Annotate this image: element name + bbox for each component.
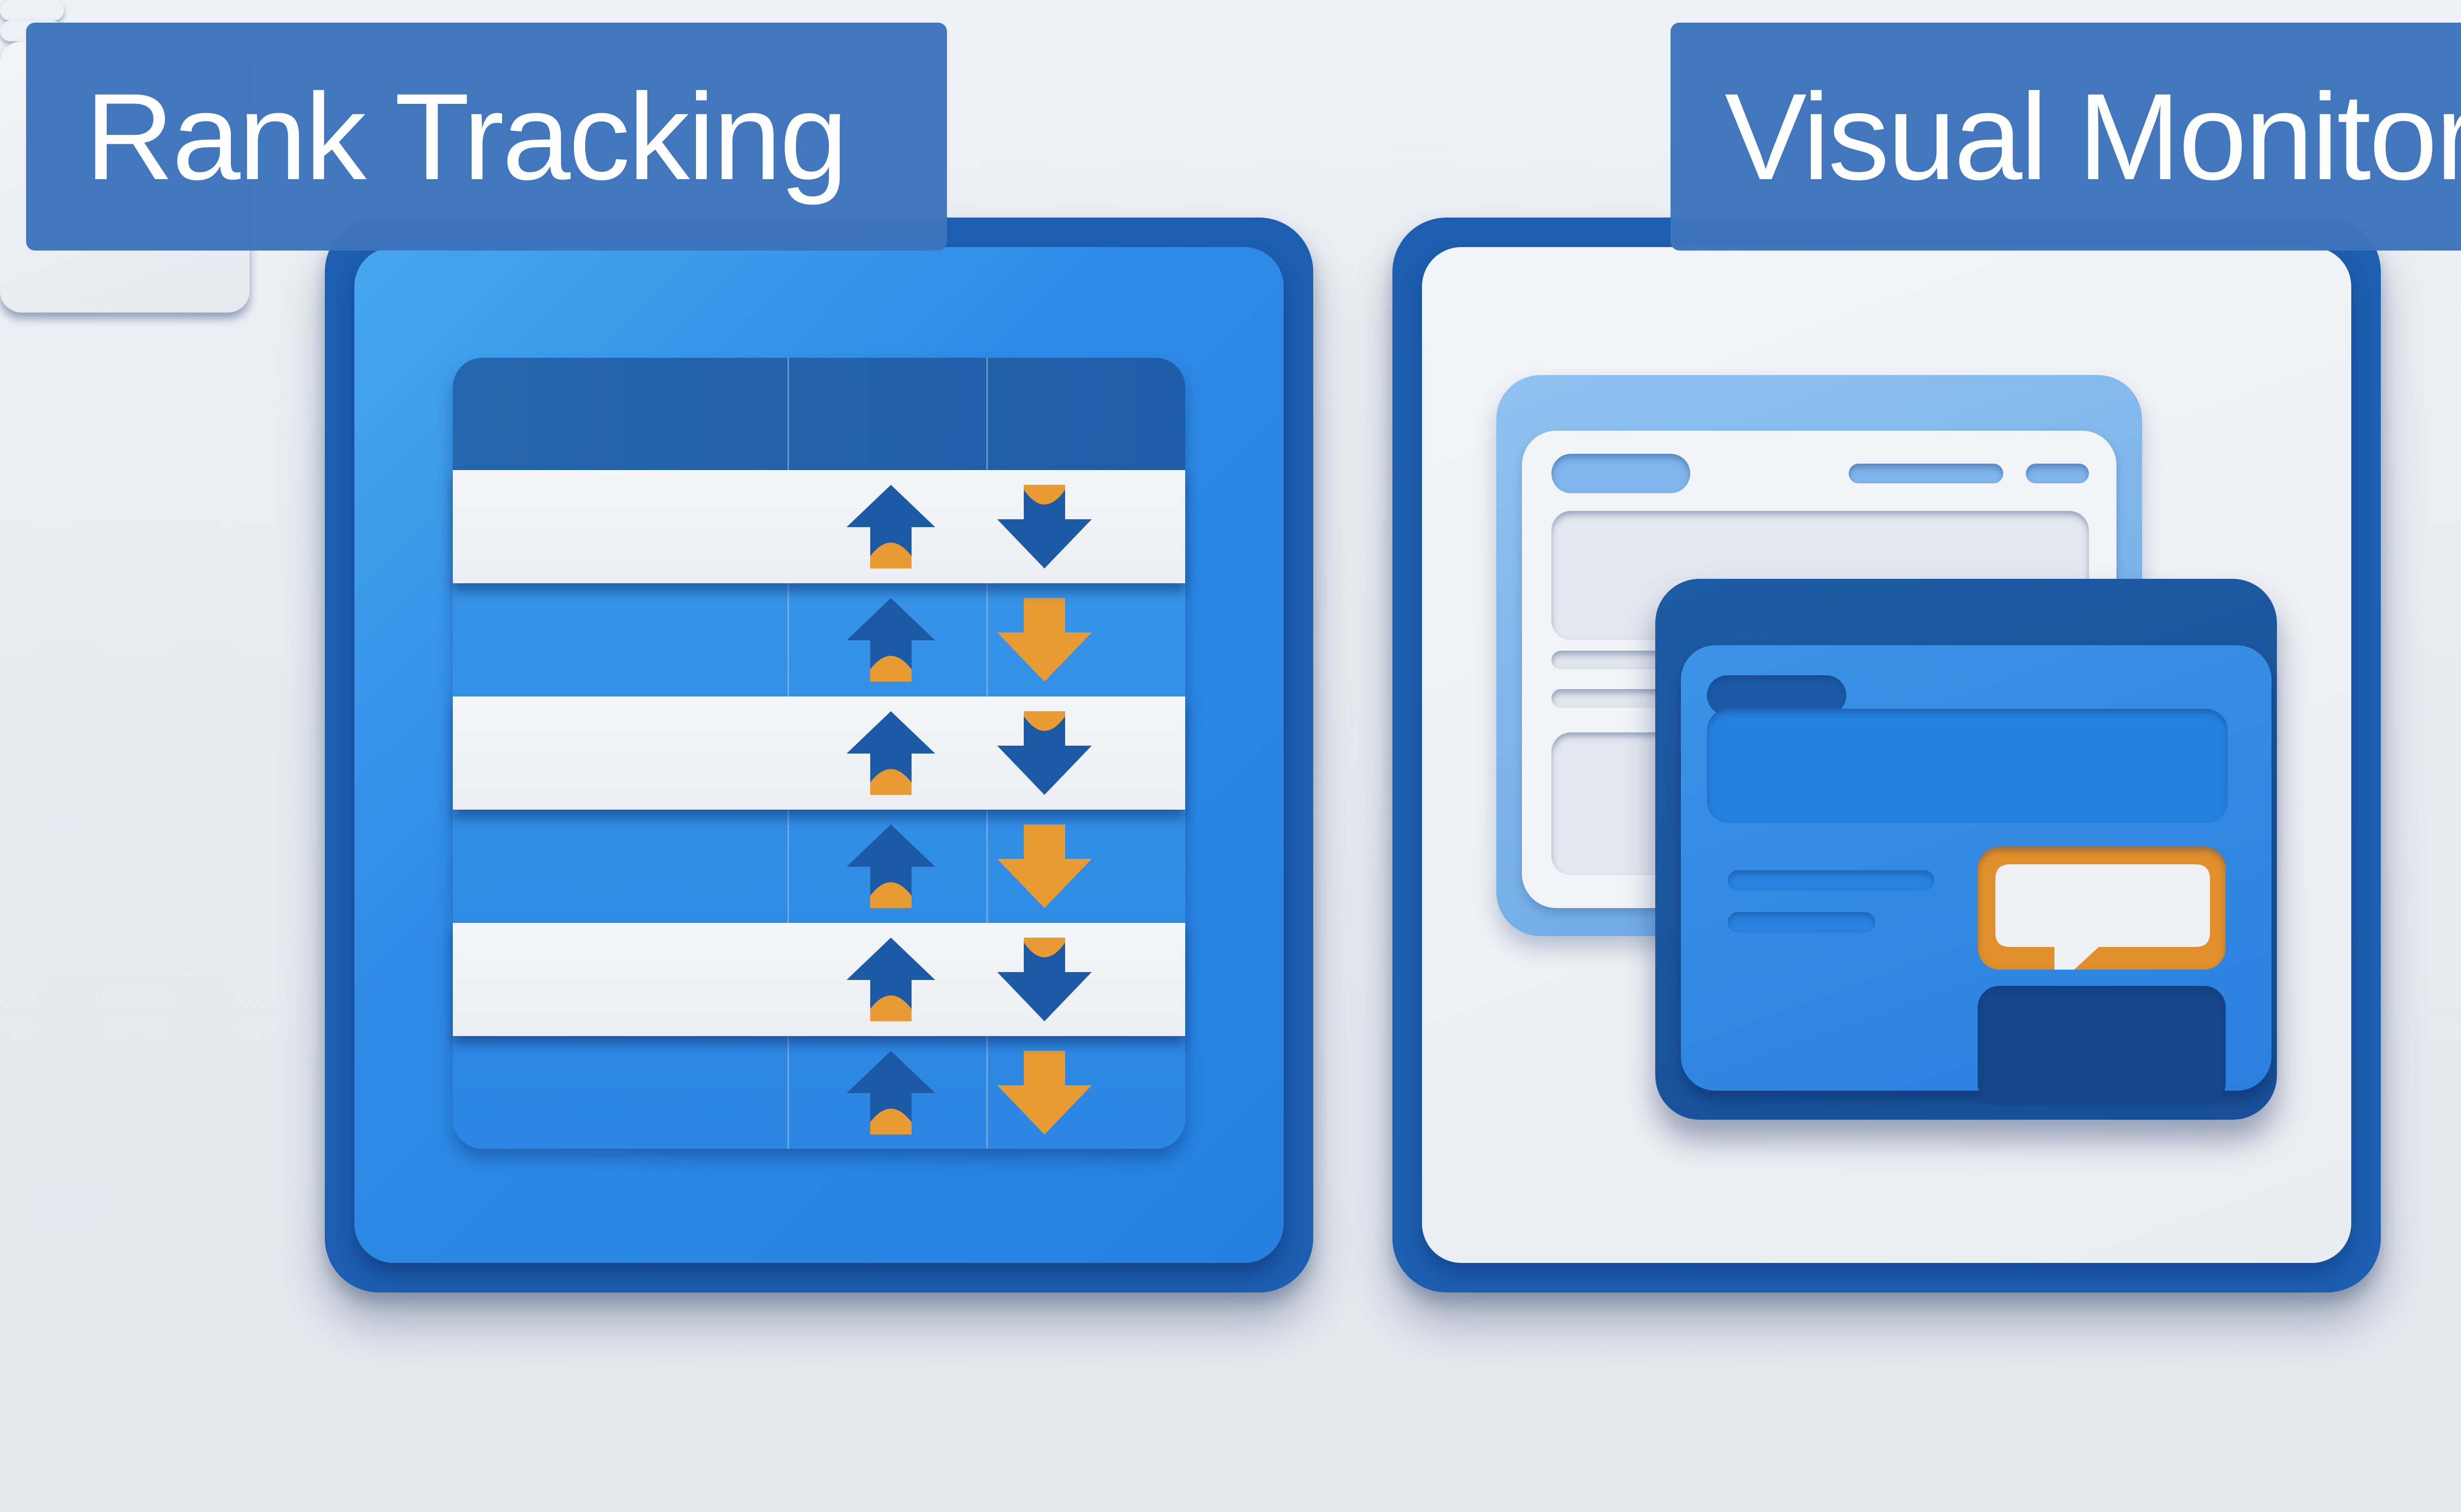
rank-table-icon bbox=[453, 358, 1185, 1149]
wireframe-dark-block bbox=[1978, 986, 2226, 1105]
table-row bbox=[453, 470, 1185, 583]
up-arrow-icon bbox=[847, 1051, 935, 1134]
rank-tracking-title: Rank Tracking bbox=[26, 23, 947, 251]
wireframe-nav-bar bbox=[1849, 464, 2003, 483]
down-arrow-icon bbox=[997, 1051, 1092, 1134]
wireframe-nav-bar bbox=[2026, 464, 2089, 483]
down-arrow-icon bbox=[997, 485, 1092, 568]
up-arrow-icon bbox=[847, 485, 935, 568]
wireframe-text-line bbox=[1728, 870, 1934, 891]
visual-monitoring-title: Visual Monitoring bbox=[1671, 23, 2461, 251]
wireframe-logo-bar bbox=[1551, 454, 1690, 493]
table-row bbox=[453, 810, 1185, 923]
rank-table-header bbox=[453, 358, 1185, 470]
table-row bbox=[453, 1036, 1185, 1149]
down-arrow-icon bbox=[997, 711, 1092, 795]
wireframe-text-line bbox=[1728, 912, 1875, 933]
up-arrow-icon bbox=[847, 824, 935, 908]
up-arrow-icon bbox=[847, 938, 935, 1021]
up-arrow-icon bbox=[847, 711, 935, 795]
down-arrow-icon bbox=[997, 938, 1092, 1021]
table-row bbox=[453, 696, 1185, 810]
table-row bbox=[453, 583, 1185, 696]
down-arrow-icon bbox=[997, 824, 1092, 908]
wireframe-hero-block bbox=[1707, 709, 2228, 823]
visual-monitoring-title-text: Visual Monitoring bbox=[1725, 68, 2461, 205]
up-arrow-icon bbox=[847, 598, 935, 682]
table-row bbox=[453, 923, 1185, 1036]
rank-tracking-title-text: Rank Tracking bbox=[85, 68, 848, 205]
down-arrow-icon bbox=[997, 598, 1092, 682]
wireframe-nav-bar bbox=[0, 0, 64, 21]
speech-bubble-icon bbox=[1995, 864, 2210, 970]
